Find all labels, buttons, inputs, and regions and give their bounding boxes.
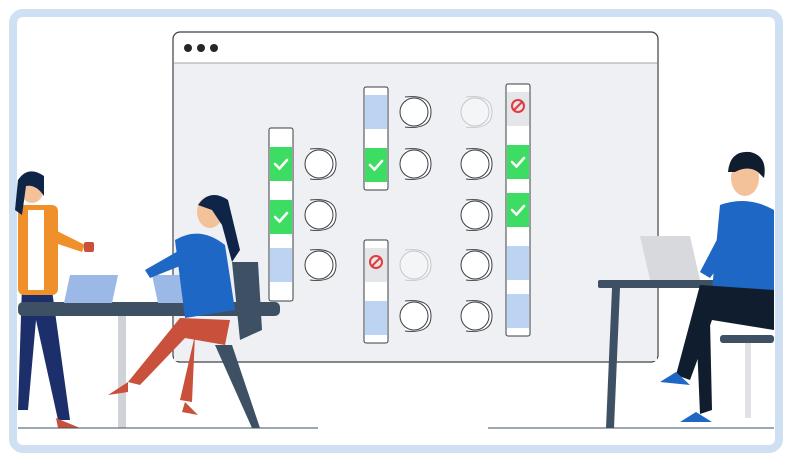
desk-middle-bottom [363, 239, 389, 344]
no-entry-icon [511, 99, 525, 113]
seat-available[interactable] [365, 301, 387, 335]
seat-booked[interactable] [365, 148, 387, 182]
three-dots-icon [184, 44, 218, 52]
no-entry-icon [369, 255, 383, 269]
chair[interactable] [399, 300, 432, 332]
seat-booked[interactable] [507, 193, 529, 227]
checkmark-icon [368, 159, 384, 172]
checkmark-icon [273, 158, 289, 171]
left-meeting-scene [15, 171, 280, 428]
desk-left [268, 127, 294, 302]
standing-woman [15, 171, 94, 428]
chair[interactable] [399, 96, 432, 128]
chair[interactable] [304, 249, 337, 281]
right-desk-scene [598, 151, 774, 428]
checkmark-icon [510, 204, 526, 217]
seated-woman [108, 195, 262, 428]
seat-blocked[interactable] [365, 248, 387, 282]
chair[interactable] [399, 148, 432, 180]
chair[interactable] [460, 249, 493, 281]
seat-booked[interactable] [507, 145, 529, 179]
right-table-leg [606, 288, 620, 428]
left-table-leg [118, 316, 126, 428]
browser-window [172, 31, 659, 363]
desk-right [505, 83, 531, 337]
laptop [64, 275, 118, 303]
desk-middle-top [363, 86, 389, 191]
laptop [640, 236, 700, 280]
chair[interactable] [304, 148, 337, 180]
desk-layout [268, 83, 531, 344]
seated-man [660, 151, 774, 422]
seat-available[interactable] [365, 95, 387, 129]
checkmark-icon [510, 156, 526, 169]
seat-available[interactable] [270, 248, 292, 282]
chair[interactable] [460, 199, 493, 231]
chair[interactable] [304, 199, 337, 231]
seat-booked[interactable] [270, 200, 292, 234]
seat-available[interactable] [507, 246, 529, 280]
chair-unavailable[interactable] [399, 249, 432, 281]
chair[interactable] [460, 148, 493, 180]
seat-blocked[interactable] [507, 92, 529, 126]
chair-unavailable[interactable] [460, 96, 493, 128]
chair-layout [304, 96, 493, 332]
chair[interactable] [460, 300, 493, 332]
checkmark-icon [273, 211, 289, 224]
seat-available[interactable] [507, 294, 529, 328]
seat-booked[interactable] [270, 147, 292, 181]
